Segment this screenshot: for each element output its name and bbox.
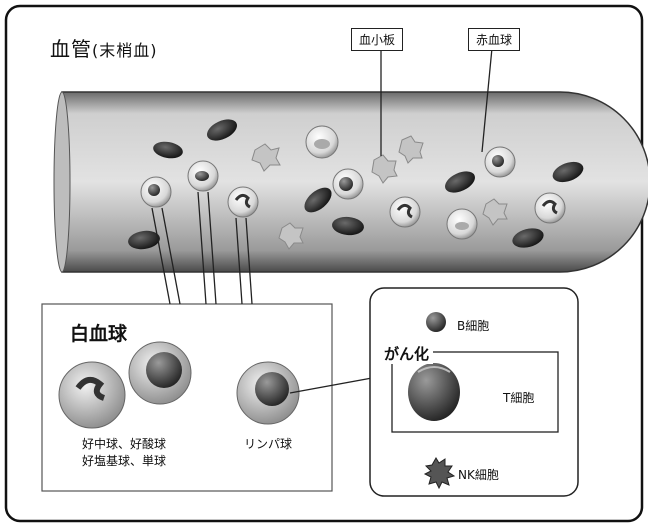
platelet-tag: 血小板 — [351, 28, 403, 51]
t-cell-label: T細胞 — [503, 390, 534, 407]
b-cell-icon — [426, 312, 446, 332]
red-blood-cell-tag: 赤血球 — [468, 28, 520, 51]
nk-cell-label: NK細胞 — [458, 467, 499, 484]
page-title: 血管(末梢血) — [50, 33, 158, 62]
granulocyte-label: 好中球、好酸球 好塩基球、単球 — [82, 436, 166, 470]
b-cell-label: B細胞 — [457, 318, 489, 335]
white-blood-cell-title: 白血球 — [70, 319, 127, 346]
cancer-label: がん化 — [380, 343, 433, 364]
panel-lymphocyte — [237, 362, 299, 424]
granulocyte-line-2: 好塩基球、単球 — [82, 453, 166, 470]
title-main: 血管 — [50, 37, 92, 61]
lymphocyte-label: リンパ球 — [244, 436, 292, 453]
title-sub: (末梢血) — [92, 41, 158, 60]
t-cell-icon — [408, 363, 460, 421]
granulocyte-line-1: 好中球、好酸球 — [82, 436, 166, 453]
